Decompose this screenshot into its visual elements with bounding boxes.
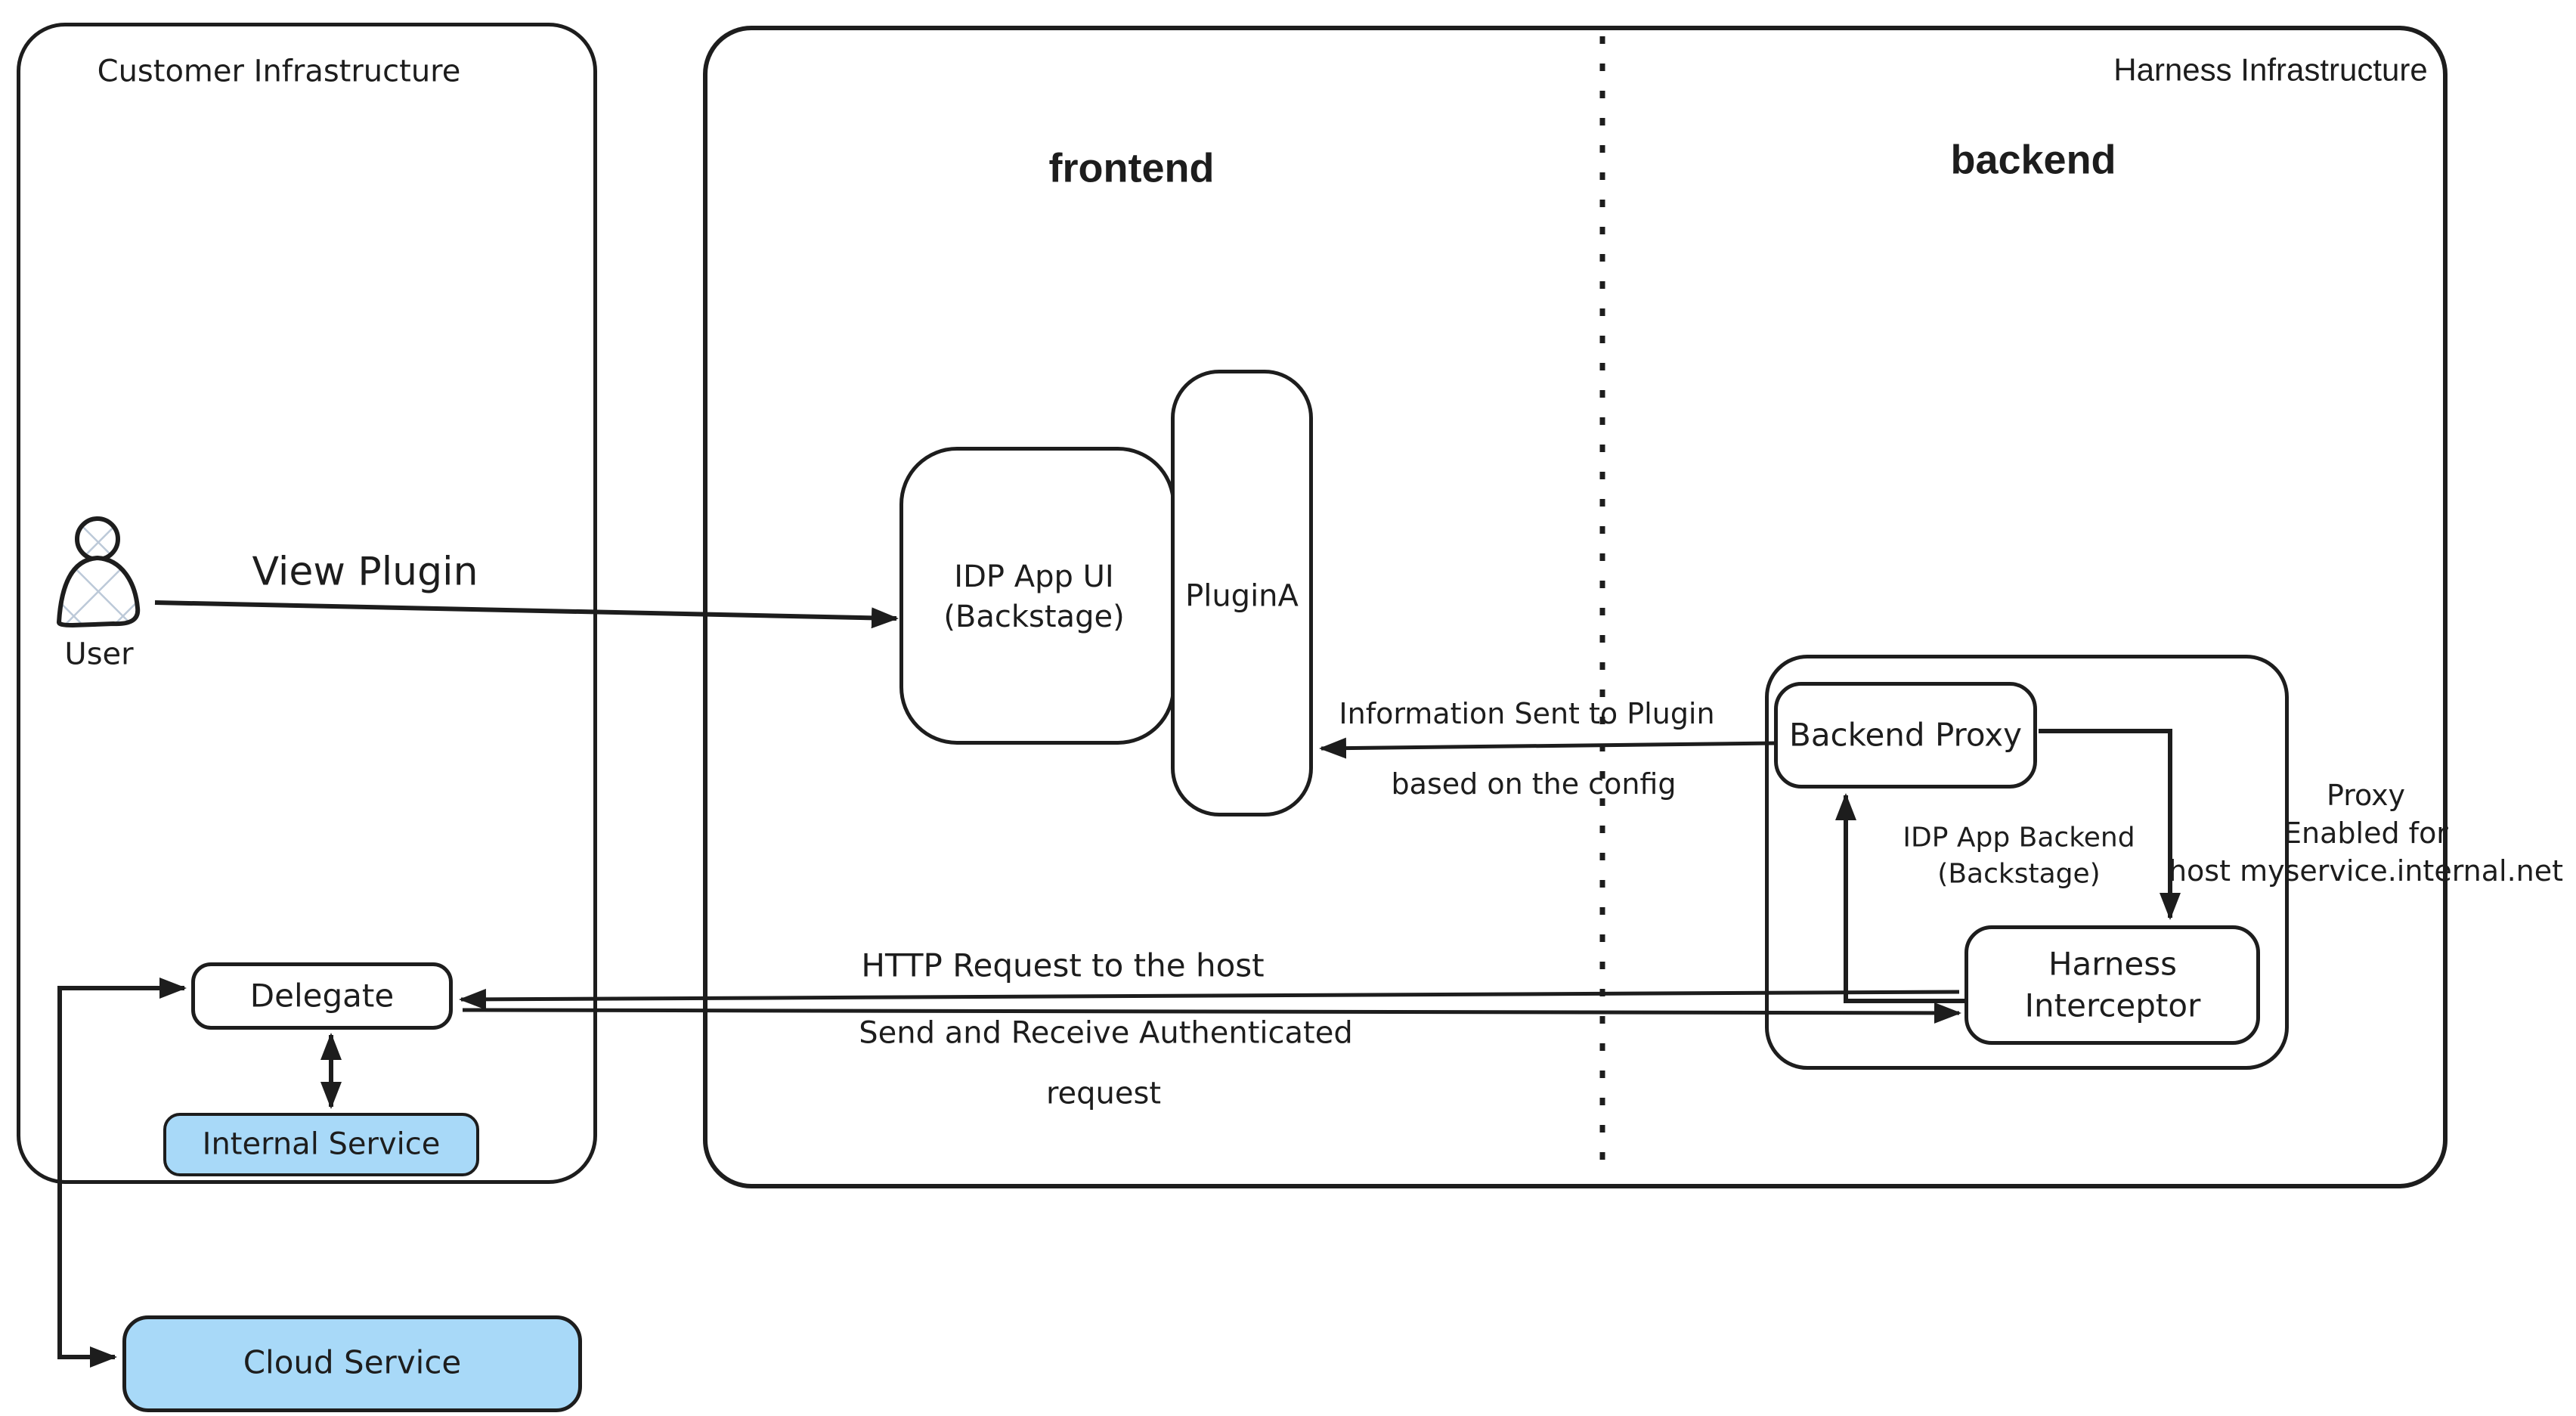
user-label: User bbox=[64, 637, 134, 672]
delegate-label: Delegate bbox=[249, 977, 395, 1015]
idp-app-backend-label-line2: (Backstage) bbox=[1937, 858, 2101, 889]
view-plugin-label: View Plugin bbox=[252, 549, 478, 595]
proxy-note-line1: Proxy bbox=[2326, 778, 2406, 812]
cloud-service-label: Cloud Service bbox=[243, 1343, 462, 1381]
information-sent-label-line2: based on the config bbox=[1391, 767, 1677, 801]
proxy-note: Proxy Enabled for host myservice.interna… bbox=[2169, 776, 2563, 890]
harness-interceptor-label-line1: Harness bbox=[2048, 945, 2178, 983]
idp-app-backend-label: IDP App Backend (Backstage) bbox=[1903, 820, 2135, 891]
information-sent-label-line1: Information Sent to Plugin bbox=[1339, 696, 1715, 730]
internal-service-label: Internal Service bbox=[202, 1126, 441, 1162]
proxy-note-line3: host myservice.internal.net bbox=[2168, 854, 2564, 888]
plugin-a-label: PluginA bbox=[1185, 578, 1299, 614]
proxy-note-line2: Enabled for bbox=[2283, 816, 2448, 850]
backend-section-label: backend bbox=[1950, 137, 2116, 183]
plugin-a-box bbox=[1171, 370, 1313, 816]
idp-app-backend-box bbox=[1765, 655, 2289, 1070]
frontend-section-label: frontend bbox=[1048, 145, 1215, 191]
idp-app-ui-label: IDP App UI (Backstage) bbox=[943, 557, 1124, 637]
idp-app-backend-label-line1: IDP App Backend bbox=[1903, 822, 2135, 854]
customer-infrastructure-title: Customer Infrastructure bbox=[97, 54, 461, 89]
idp-app-ui-label-line1: IDP App UI bbox=[954, 559, 1114, 595]
cloud-service-box bbox=[122, 1315, 582, 1412]
backend-proxy-box bbox=[1774, 682, 2037, 789]
idp-app-ui-label-line2: (Backstage) bbox=[943, 600, 1125, 634]
backend-proxy-label: Backend Proxy bbox=[1789, 716, 2022, 754]
harness-interceptor-box bbox=[1965, 925, 2260, 1045]
internal-service-box bbox=[163, 1113, 479, 1176]
harness-infrastructure-title: Harness Infrastructure bbox=[2113, 51, 2428, 88]
http-request-label-line1: HTTP Request to the host bbox=[861, 947, 1265, 984]
delegate-box bbox=[191, 962, 453, 1030]
harness-interceptor-label: Harness Interceptor bbox=[2025, 943, 2201, 1027]
http-request-label-line3: request bbox=[1045, 1076, 1162, 1111]
http-request-label-line2: Send and Receive Authenticated bbox=[859, 1015, 1353, 1051]
harness-interceptor-label-line2: Interceptor bbox=[2024, 987, 2201, 1024]
